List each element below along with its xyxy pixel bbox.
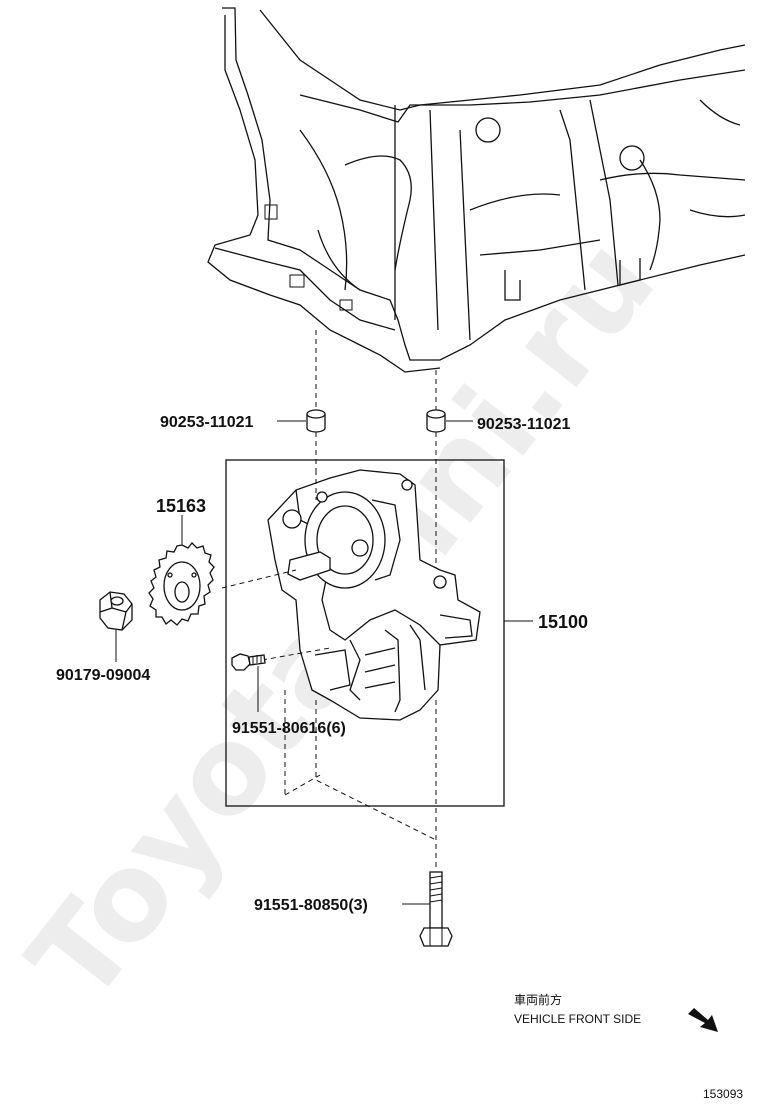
part-number-long-bolt: 91551-80850(3) bbox=[254, 897, 368, 914]
long-bolt-icon bbox=[419, 871, 453, 947]
engine-block-illustration bbox=[207, 7, 746, 373]
direction-note-english: VEHICLE FRONT SIDE bbox=[514, 1012, 641, 1026]
part-number-collar-right: 90253-11021 bbox=[477, 416, 571, 433]
front-direction-arrow-icon bbox=[688, 1008, 718, 1032]
direction-note-japanese: 車両前方 bbox=[514, 992, 562, 1007]
oil-pump-illustration bbox=[267, 469, 481, 721]
part-number-collar-left: 90253-11021 bbox=[160, 414, 254, 431]
small-bolt-icon bbox=[231, 653, 266, 671]
collar-right-icon bbox=[426, 409, 446, 433]
nut-icon bbox=[99, 591, 133, 631]
assembly-frame bbox=[225, 459, 505, 807]
guide-line bbox=[284, 774, 321, 796]
reference-number: 153093 bbox=[703, 1087, 743, 1101]
collar-left-icon bbox=[306, 409, 326, 433]
part-number-sprocket: 15163 bbox=[156, 496, 206, 516]
part-number-nut: 90179-09004 bbox=[56, 667, 150, 684]
guide-line bbox=[261, 647, 331, 661]
guide-line bbox=[221, 569, 297, 589]
part-number-small-bolt: 91551-80616(6) bbox=[232, 720, 346, 737]
sprocket-icon bbox=[148, 542, 215, 626]
part-number-oil-pump: 15100 bbox=[538, 612, 588, 632]
